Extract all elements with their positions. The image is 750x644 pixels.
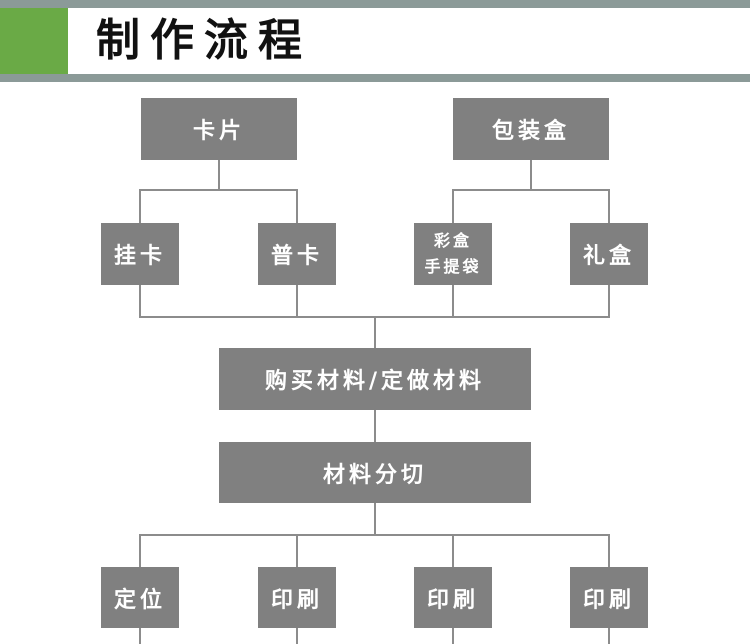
connector <box>139 534 141 568</box>
connector <box>218 160 220 190</box>
node-printing-3: 印刷 <box>570 567 648 628</box>
connector <box>452 189 454 223</box>
node-printing-2: 印刷 <box>414 567 492 628</box>
connector <box>374 316 376 348</box>
connector <box>374 503 376 535</box>
connector <box>452 285 454 317</box>
node-card: 卡片 <box>141 98 297 160</box>
node-positioning: 定位 <box>101 567 179 628</box>
node-plain-card: 普卡 <box>258 223 336 285</box>
connector <box>530 160 532 190</box>
node-color-box-line2: 手提袋 <box>424 257 482 276</box>
connector <box>608 285 610 317</box>
connector <box>139 534 610 536</box>
node-packaging-box: 包装盒 <box>453 98 609 160</box>
page-title: 制作流程 <box>96 15 312 66</box>
connector <box>296 534 298 568</box>
header-top-rule <box>0 0 750 8</box>
connector <box>296 628 298 644</box>
header-accent-block <box>0 8 68 74</box>
connector <box>374 410 376 442</box>
connector <box>608 534 610 568</box>
connector <box>296 189 298 223</box>
connector <box>608 189 610 223</box>
node-color-box-line1: 彩盒 <box>433 231 472 250</box>
node-cutting: 材料分切 <box>219 442 531 503</box>
connector <box>608 628 610 644</box>
connector <box>139 189 298 191</box>
node-materials: 购买材料/定做材料 <box>219 348 531 410</box>
node-gift-box: 礼盒 <box>570 223 648 285</box>
header-bottom-rule <box>0 74 750 82</box>
connector <box>139 628 141 644</box>
connector <box>452 628 454 644</box>
connector <box>296 285 298 317</box>
connector <box>139 189 141 223</box>
node-printing-1: 印刷 <box>258 567 336 628</box>
node-hanging-card: 挂卡 <box>101 223 179 285</box>
connector <box>452 534 454 568</box>
connector <box>139 285 141 317</box>
connector <box>452 189 610 191</box>
node-color-box: 彩盒 手提袋 <box>414 223 492 285</box>
